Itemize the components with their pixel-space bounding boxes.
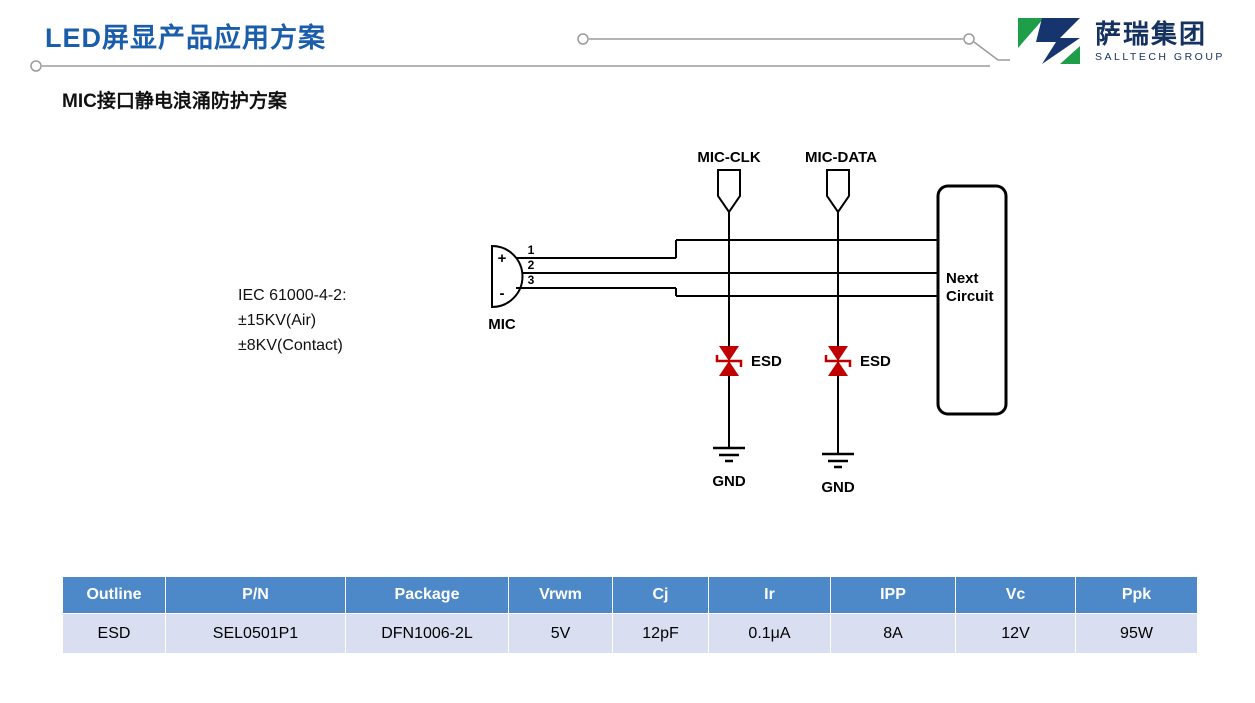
esd-diode-data-icon	[824, 346, 852, 376]
logo-mark-icon	[1018, 18, 1080, 64]
iec-line-2: ±15KV(Air)	[238, 312, 317, 329]
logo-name-cn: 萨瑞集团	[1095, 19, 1208, 49]
section-title: MIC接口静电浪涌防护方案	[62, 91, 287, 112]
table-cell-vrwm: 5V	[508, 613, 613, 654]
deco-line	[973, 41, 1010, 61]
spec-table: Outline P/N Package Vrwm Cj Ir IPP Vc Pp…	[62, 576, 1198, 654]
iec-line-3: ±8KV(Contact)	[238, 337, 343, 354]
mic-minus-label: -	[500, 285, 505, 302]
pin-3-label: 3	[528, 273, 535, 287]
table-header-ir: Ir	[708, 576, 831, 614]
table-cell-cj: 12pF	[612, 613, 709, 654]
logo-name-en: SALLTECH GROUP	[1095, 51, 1225, 63]
mic-plus-label: +	[498, 250, 507, 267]
mic-label: MIC	[488, 316, 516, 333]
pin-1-label: 1	[528, 243, 535, 257]
table-cell-package: DFN1006-2L	[345, 613, 509, 654]
logo-text: 萨瑞集团 SALLTECH GROUP	[1095, 19, 1225, 63]
gnd-clk-label: GND	[712, 473, 746, 490]
table-header-outline: Outline	[62, 576, 166, 614]
table-header-ipp: IPP	[830, 576, 956, 614]
mic-clk-label: MIC-CLK	[697, 149, 760, 166]
pin-2-label: 2	[528, 258, 535, 272]
connector-clk-icon	[717, 169, 741, 214]
deco-node-icon	[963, 33, 975, 45]
table-cell-ir: 0.1μA	[708, 613, 831, 654]
gnd-data-label: GND	[821, 479, 855, 496]
wire-pin1	[516, 239, 938, 259]
iec-spec-note: IEC 61000-4-2: ±15KV(Air) ±8KV(Contact)	[238, 283, 347, 358]
table-cell-vc: 12V	[955, 613, 1076, 654]
esd-clk-label: ESD	[751, 353, 782, 370]
table-cell-ppk: 95W	[1075, 613, 1198, 654]
table-header-package: Package	[345, 576, 509, 614]
table-header-vrwm: Vrwm	[508, 576, 613, 614]
table-cell-pn: SEL0501P1	[165, 613, 346, 654]
esd-diode-clk-icon	[715, 346, 743, 376]
mic-data-label: MIC-DATA	[805, 149, 877, 166]
table-header-pn: P/N	[165, 576, 346, 614]
next-circuit-box	[936, 184, 1008, 416]
esd-data-label: ESD	[860, 353, 891, 370]
next-circuit-label-2: Circuit	[946, 288, 994, 305]
deco-node-icon	[30, 60, 42, 72]
table-header-ppk: Ppk	[1075, 576, 1198, 614]
iec-line-1: IEC 61000-4-2:	[238, 287, 347, 304]
logo: 萨瑞集团 SALLTECH GROUP	[1012, 12, 1225, 70]
table-header-vc: Vc	[955, 576, 1076, 614]
table-row: ESD SEL0501P1 DFN1006-2L 5V 12pF 0.1μA 8…	[62, 613, 1198, 654]
table-header-cj: Cj	[612, 576, 709, 614]
connector-data-icon	[826, 169, 850, 214]
table-cell-outline: ESD	[62, 613, 166, 654]
wire-pin3	[516, 287, 938, 297]
page-title: LED屏显产品应用方案	[45, 23, 326, 53]
mic-symbol	[491, 244, 524, 309]
deco-node-icon	[577, 33, 589, 45]
table-header-row: Outline P/N Package Vrwm Cj Ir IPP Vc Pp…	[62, 576, 1198, 614]
gnd-data-icon	[822, 452, 854, 469]
next-circuit-label-1: Next	[946, 270, 979, 287]
gnd-clk-icon	[713, 446, 745, 463]
table-cell-ipp: 8A	[830, 613, 956, 654]
